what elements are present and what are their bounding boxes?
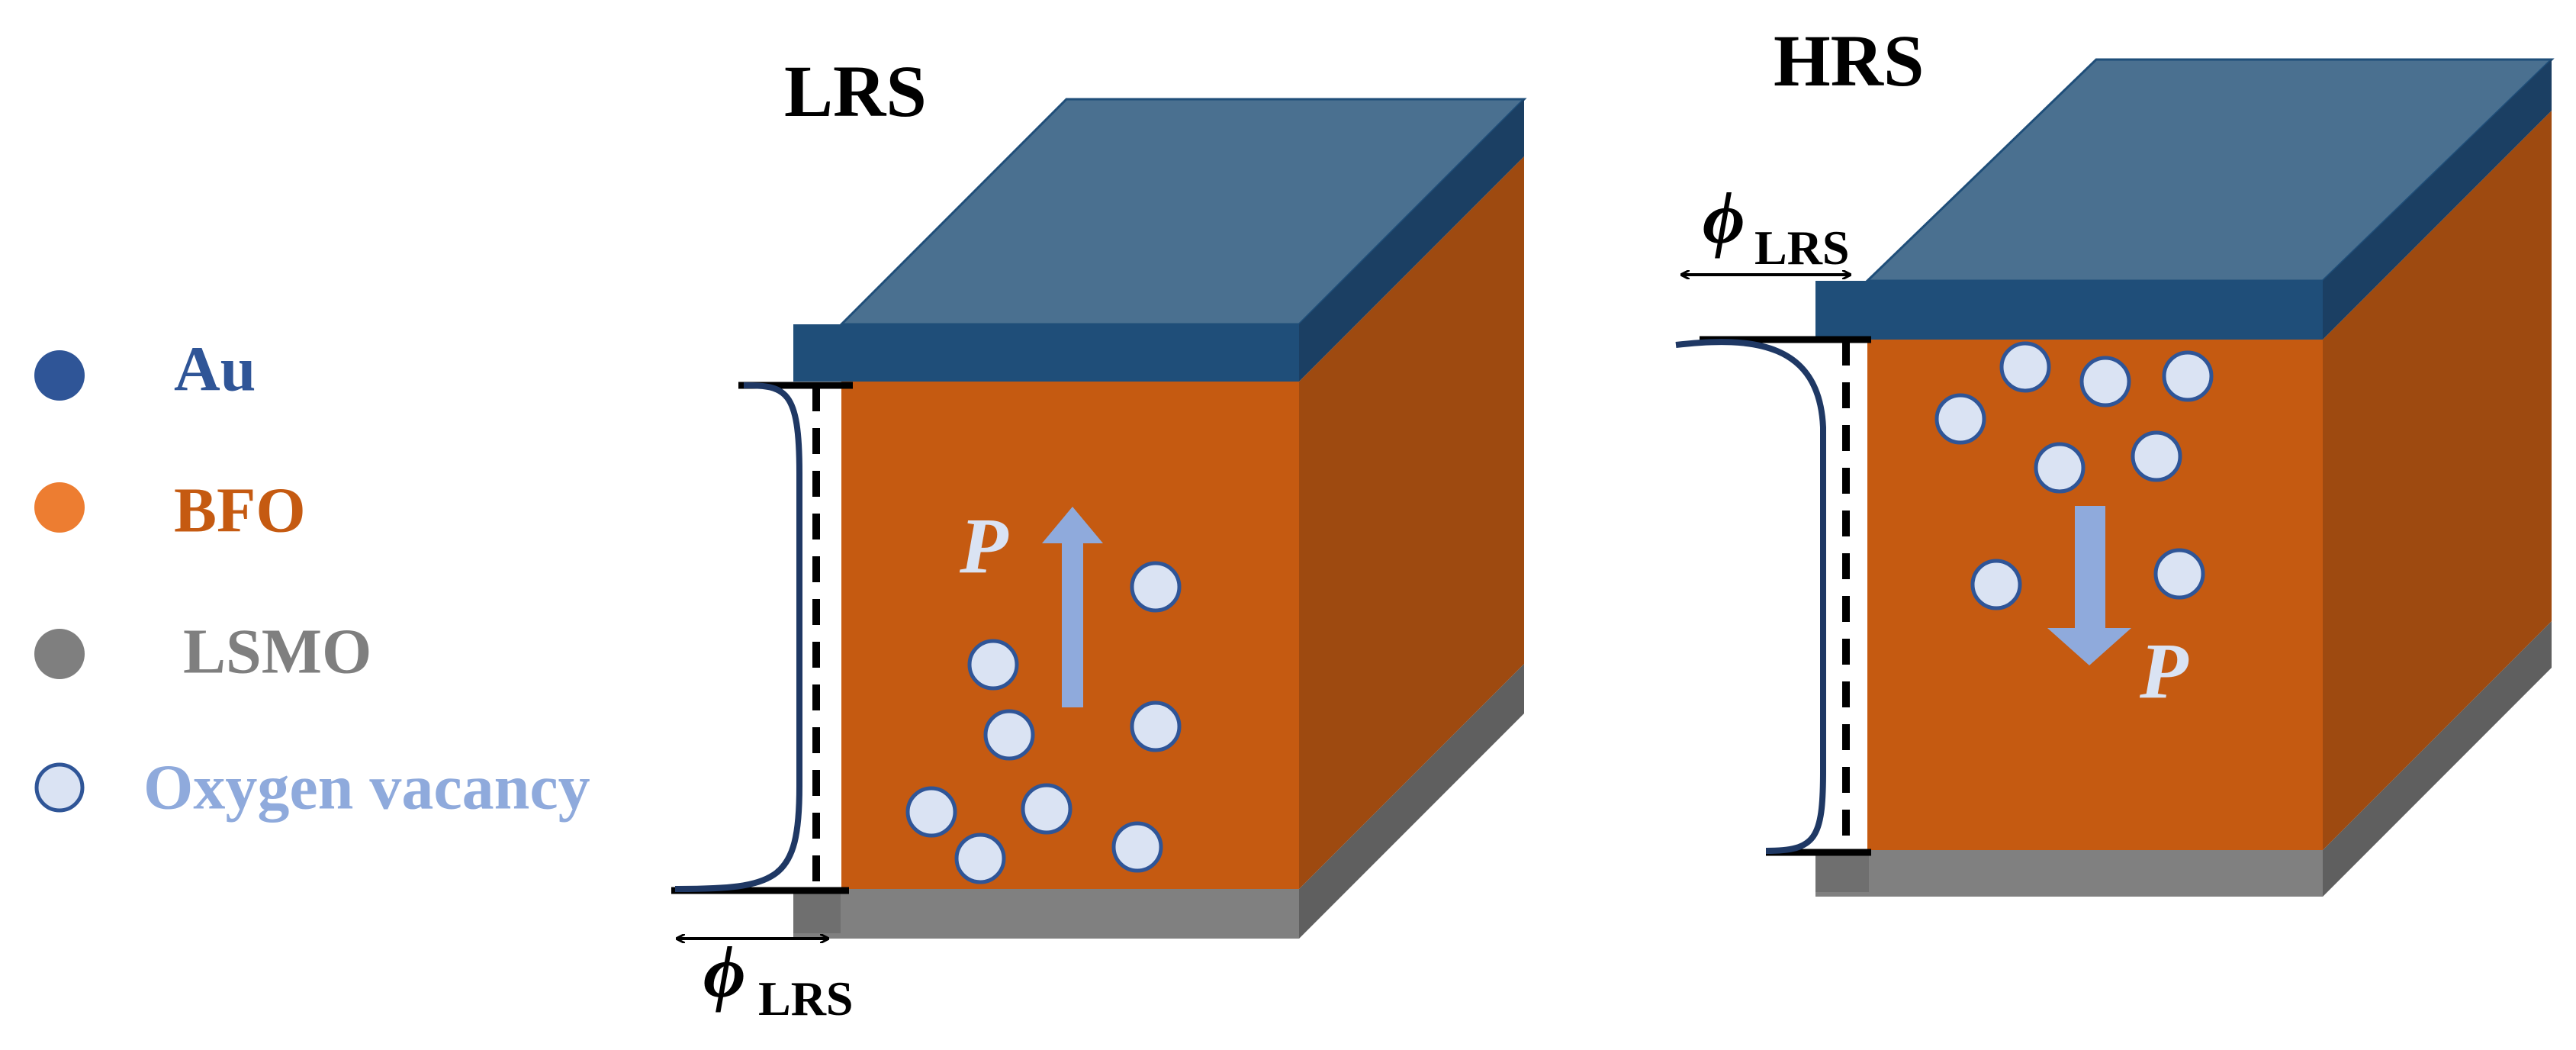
legend-item-oxygen-vacancy: Oxygen vacancy [34, 752, 590, 823]
oxygen-vacancy [2153, 548, 2205, 600]
oxygen-vacancy [1130, 701, 1182, 752]
hrs-polarization-label: P [2139, 627, 2189, 715]
oxygen-vacancy [1130, 561, 1182, 613]
oxygen-vacancy [967, 639, 1019, 691]
hrs-lsmo-front [1815, 850, 2323, 897]
oxygen-vacancy [2162, 350, 2214, 402]
legend-item-lsmo: LSMO [34, 616, 371, 687]
lrs-barrier-curve [674, 382, 802, 892]
lrs-polarization-arrow-icon [1042, 507, 1103, 707]
oxygen-vacancy [1111, 821, 1163, 873]
bfo-dot-icon [34, 482, 85, 533]
hrs-barrier-profile: ϕ LRS [1675, 177, 1871, 856]
lrs-lsmo-side [1299, 664, 1524, 939]
lrs-barrier-subscript: LRS [758, 971, 854, 1026]
hrs-au-side [2323, 60, 2552, 340]
hrs-oxygen-vacancies [1934, 341, 2214, 610]
au-dot-icon [34, 350, 85, 401]
lrs-barrier-profile: ϕ LRS [671, 382, 854, 1026]
hrs-bfo-side [2323, 111, 2552, 850]
legend-item-bfo: BFO [34, 475, 306, 546]
legend-label-lsmo: LSMO [183, 616, 371, 687]
legend-label-bfo: BFO [174, 475, 306, 546]
lrs-bfo-side [1299, 156, 1524, 889]
oxygen-vacancy [2034, 442, 2086, 494]
lrs-barrier-phi: ϕ [703, 931, 746, 1013]
hrs-barrier-curve [1675, 339, 1826, 854]
lsmo-dot-icon [34, 629, 85, 679]
lrs-title: LRS [784, 50, 927, 132]
lrs-lsmo-front [793, 889, 1299, 939]
lrs-lsmo-stub [793, 889, 841, 933]
oxygen-vacancy [1999, 341, 2051, 393]
hrs-barrier-phi: ϕ [1703, 177, 1745, 259]
hrs-lsmo-stub [1815, 850, 1869, 892]
legend-label-au: Au [174, 333, 256, 404]
oxygen-vacancy [983, 709, 1035, 761]
oxygen-vacancy [1021, 783, 1073, 835]
oxygen-vacancy [2131, 430, 2182, 482]
lrs-polarization-label: P [959, 502, 1009, 590]
legend-item-au: Au [34, 333, 256, 404]
hrs-title: HRS [1774, 20, 1924, 101]
oxygen-vacancy [1934, 393, 1986, 445]
hrs-au-front [1815, 281, 2323, 340]
oxygen-vacancy-dot-icon [34, 762, 85, 813]
oxygen-vacancy [2079, 356, 2131, 407]
oxygen-vacancy [905, 786, 957, 838]
hrs-device: HRS P [1675, 20, 2555, 897]
oxygen-vacancy [954, 833, 1006, 884]
hrs-lsmo-side [2323, 621, 2552, 897]
lrs-au-front [793, 324, 1299, 382]
lrs-device: LRS P [671, 50, 1527, 1026]
legend: Au BFO LSMO Oxygen vacancy [34, 333, 590, 823]
lrs-oxygen-vacancies [905, 561, 1182, 884]
hrs-barrier-subscript: LRS [1754, 221, 1850, 275]
legend-label-oxygen-vacancy: Oxygen vacancy [143, 752, 590, 823]
oxygen-vacancy [1970, 559, 2022, 610]
lrs-au-side [1299, 99, 1524, 382]
hrs-polarization-arrow-icon [2047, 506, 2131, 665]
